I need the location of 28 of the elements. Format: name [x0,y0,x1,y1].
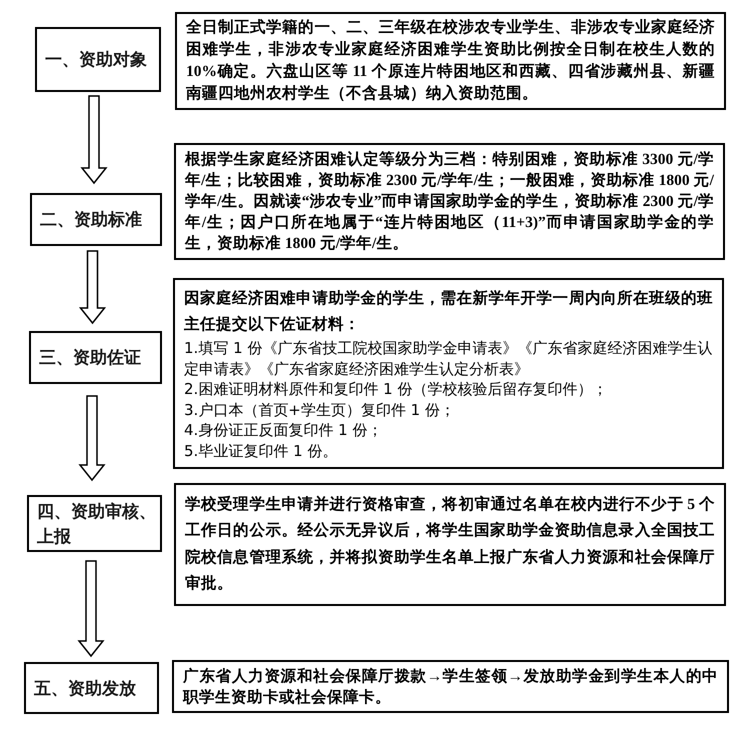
description-box [172,660,729,713]
list-item: 5.毕业证复印件 1 份。 [184,440,338,461]
description-text: 广东省人力资源和社会保障厅拨款→学生签领→发放助学金到学生本人的中职学生资助卡或社会保障卡。 [183,666,718,708]
step-box [35,27,161,92]
description-box [175,12,726,110]
description-text: 根据学生家庭经济困难认定等级分为三档：特别困难，资助标准 3300 元/学年/生；比较困难，资助标准 2300 元/学年/生；一般困难，资助标准 1800 元/学年/生。因就读“涉农专业”而申请国家助学金的学生，资助标准 2300 元/学年/生；因户口所在地属于“连片特困地区（11+3)”而申请国家助学金的学生，资助标准 1800 元/学年/生。 [185,150,714,254]
step-box [27,495,162,552]
description-box [174,483,726,606]
step-box [30,193,162,246]
step-label: 二、资助标准 [40,209,143,231]
step-label: 四、资助审核、上报 [37,500,157,548]
intro-text: 因家庭经济困难申请助学金的学生，需在新学年开学一周内向所在班级的班主任提交以下佐证材料： [184,288,713,335]
down-arrow [77,560,105,658]
list-item: 1.填写 1 份《广东省技工院校国家助学金申请表》《广东省家庭经济困难学生认定申请表》《广东省家庭经济困难学生认定分析表》 [184,338,713,379]
step-box [24,662,159,714]
down-arrow [80,95,108,184]
description-text: 学校受理学生申请并进行资格审查，将初审通过名单在校内进行不少于 5 个工作日的公示。经公示无异议后，将学生国家助学金资助信息录入全国技工院校信息管理系统，并将拟资助学生名单上报广东省人力资源和社会保障厅审批。 [185,494,715,594]
description-text: 全日制正式学籍的一、二、三年级在校涉农专业学生、非涉农专业家庭经济困难学生，非涉农专业家庭经济困难学生资助比例按全日制在校生人数的10%确定。六盘山区等 11 个原连片特困地区和西藏、四省涉藏州县、新疆南疆四地州农村学生（不含县城）纳入资助范围。 [186,18,715,104]
down-arrow [78,250,106,324]
down-arrow [78,395,106,482]
step-label: 五、资助发放 [34,678,137,700]
list-item: 2.困难证明材料原件和复印件 1 份（学校核验后留存复印件）； [184,379,608,400]
list-item: 4.身份证正反面复印件 1 份； [184,420,384,440]
step-label: 一、资助对象 [45,49,148,71]
description-box [173,278,724,469]
step-label: 三、资助佐证 [39,347,142,369]
step-box [29,331,162,384]
list-item: 3.户口本（首页+学生页）复印件 1 份； [184,400,456,420]
